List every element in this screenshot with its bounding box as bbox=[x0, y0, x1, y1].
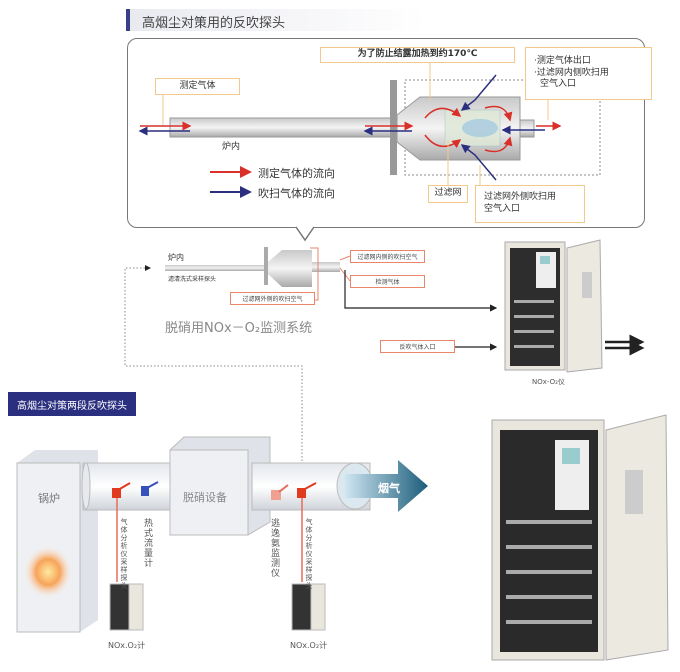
furnace-label: 炉内 bbox=[222, 142, 241, 152]
boiler-label: 锅炉 bbox=[38, 492, 60, 505]
probe1-label: 气体分析仪采样探头 bbox=[120, 518, 128, 590]
legend-measured-flow: 测定气体的流向 bbox=[258, 167, 335, 180]
detect-gas-label: 检测气体 bbox=[350, 275, 425, 288]
small-cabinet-1 bbox=[109, 583, 144, 631]
ammonia-monitor-label: 逃逸氨监测仪 bbox=[269, 518, 279, 578]
inner-purge-label: 过滤网内侧的吹扫空气 bbox=[350, 250, 425, 263]
outlet-line-3: 空气入口 bbox=[540, 79, 577, 90]
meter2-label: NOx.O₂计 bbox=[290, 641, 328, 650]
flowmeter-label: 热式流量计 bbox=[142, 518, 152, 568]
large-analyzer-cabinet bbox=[491, 414, 669, 661]
small-cabinet-2 bbox=[291, 583, 326, 631]
probe-name-label: 滤清洗式采样探头 bbox=[168, 276, 217, 283]
plant-title: 高烟尘对策两段反吹探头 bbox=[8, 392, 136, 416]
analyzer-label: NOx-O₂仪 bbox=[532, 378, 565, 386]
measured-gas-label: 测定气体 bbox=[155, 78, 240, 95]
heating-note-label: 为了防止结露加热到约170℃ bbox=[320, 47, 515, 63]
top-title-bar bbox=[126, 9, 426, 31]
system-title: 脱硝用NOx－O₂监测系统 bbox=[165, 321, 313, 336]
meter1-label: NOx.O₂计 bbox=[108, 641, 146, 650]
filter-label: 过滤网 bbox=[428, 185, 468, 203]
outer-purge-label: 过滤网外侧吹扫用 空气入口 bbox=[475, 185, 585, 223]
top-title: 高烟尘对策用的反吹探头 bbox=[142, 16, 286, 31]
analyzer-cabinet bbox=[504, 239, 603, 373]
legend-purge-flow: 吹扫气体的流向 bbox=[258, 187, 335, 200]
outlet-label: ·测定气体出口 ·过滤网内侧吹扫用 空气入口 bbox=[525, 47, 652, 100]
flue-gas-label: 烟气 bbox=[378, 482, 400, 495]
detail-panel bbox=[127, 38, 645, 228]
backblow-inlet-label: 反吹气体入口 bbox=[380, 340, 455, 353]
probe2-label: 气体分析仪采样探头 bbox=[305, 518, 313, 590]
outer-purge-air-label: 过滤网外侧的吹扫空气 bbox=[230, 292, 315, 305]
outer-purge-line-2: 空气入口 bbox=[484, 204, 521, 214]
system-furnace-label: 炉内 bbox=[168, 253, 184, 262]
denitration-label: 脱硝设备 bbox=[183, 491, 227, 504]
outer-purge-line-1: 过滤网外侧吹扫用 bbox=[484, 192, 557, 203]
outlet-line-1: ·测定气体出口 bbox=[534, 55, 591, 66]
outlet-line-2: ·过滤网内侧吹扫用 bbox=[534, 67, 609, 78]
